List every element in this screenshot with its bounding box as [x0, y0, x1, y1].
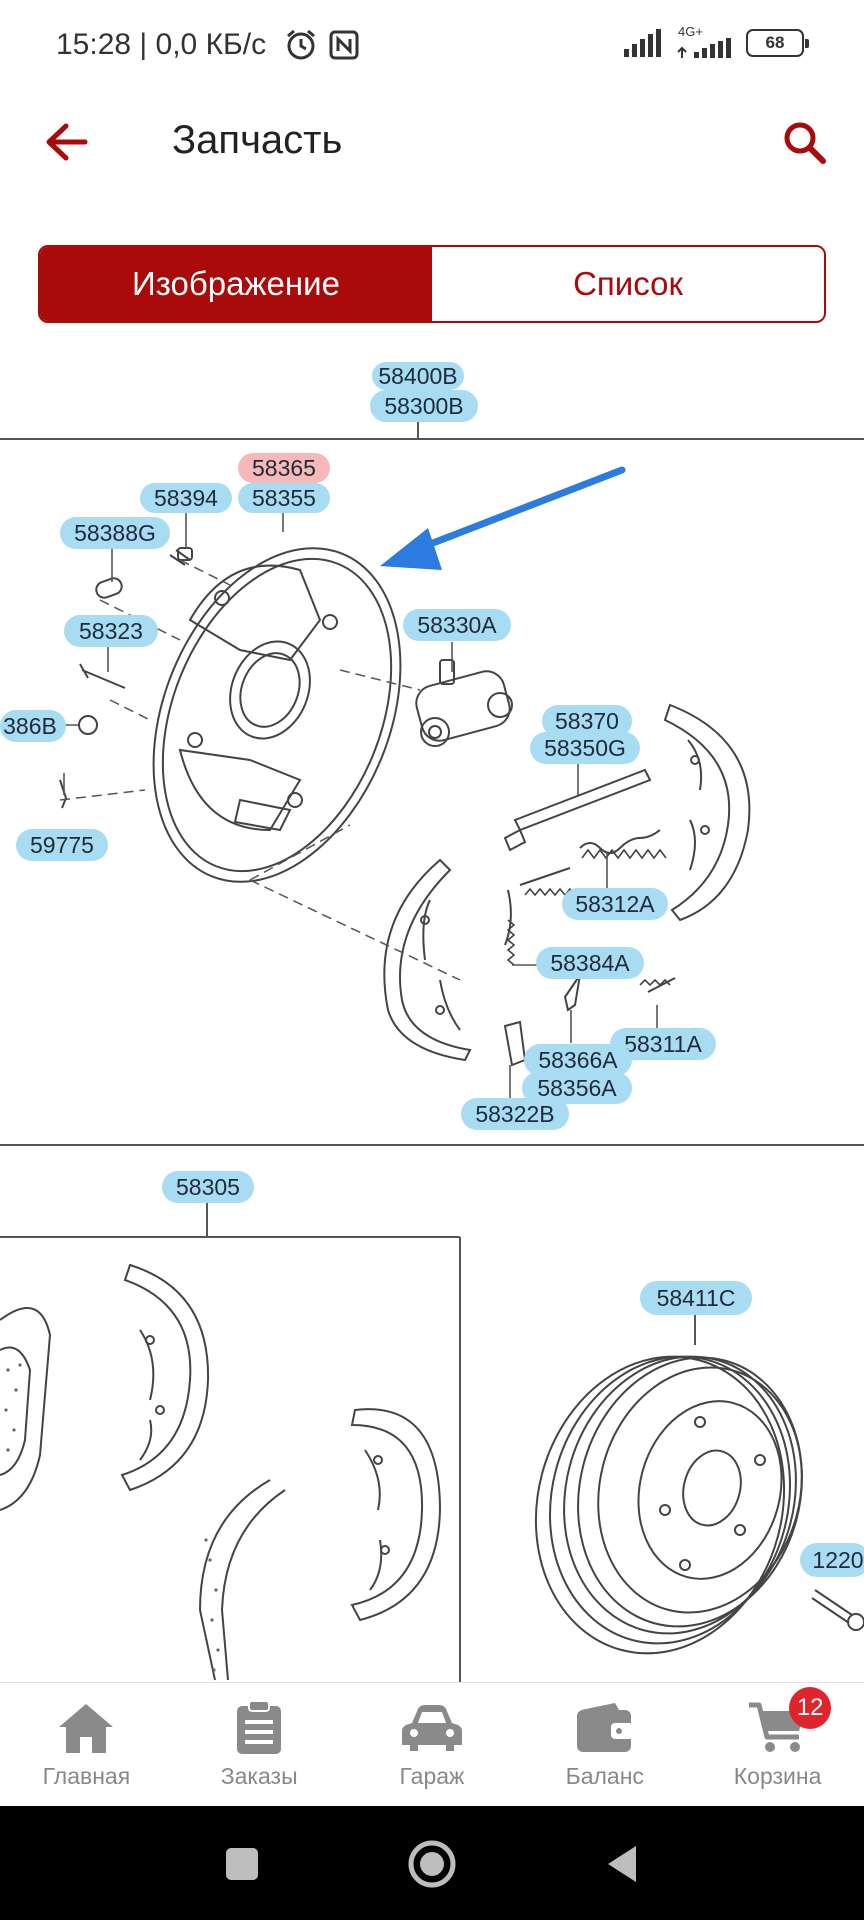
callout-58312A[interactable]: 58312A [575, 891, 655, 917]
network-type: 4G+ [678, 24, 703, 39]
tab-list[interactable]: Список [432, 247, 824, 321]
nav-balance[interactable]: Баланс [518, 1683, 691, 1806]
callout-58355[interactable]: 58355 [252, 485, 316, 511]
nav-orders-label: Заказы [220, 1763, 298, 1789]
brake-drum-drawing [534, 1355, 864, 1655]
home-icon [59, 1704, 114, 1753]
car-icon [401, 1705, 462, 1751]
nav-orders[interactable]: Заказы [173, 1683, 346, 1806]
nav-cart-label: Корзина [733, 1763, 822, 1789]
recents-button[interactable] [212, 1834, 272, 1894]
callout-58330A[interactable]: 58330A [417, 612, 497, 638]
brake-shoe-set-drawing [0, 1263, 442, 1681]
callout-58384A[interactable]: 58384A [550, 950, 630, 976]
parts-diagram[interactable]: 58400B 58300B 58365 58355 58394 58388G 5… [0, 360, 864, 1682]
callout-58394[interactable]: 58394 [154, 485, 218, 511]
callout-59775[interactable]: 59775 [30, 832, 94, 858]
callout-58305[interactable]: 58305 [176, 1174, 240, 1200]
back-button[interactable] [36, 112, 96, 172]
nav-balance-label: Баланс [565, 1763, 644, 1789]
battery-indicator: 68 [746, 29, 809, 57]
orders-clipboard-icon [237, 1700, 282, 1754]
status-bar: 15:28 | 0,0 КБ/с 4G+ 68 [0, 0, 864, 96]
status-right: 4G+ 68 [624, 24, 809, 58]
signal-icon [624, 29, 661, 57]
nav-home-label: Главная [42, 1763, 131, 1789]
circle-icon [408, 1840, 456, 1888]
page-title: Запчасть [172, 118, 343, 162]
bottom-navigation: Главная Заказы Гараж Баланс 12 Корзина [0, 1682, 864, 1806]
section-frames [0, 418, 864, 1682]
status-time: 15:28 | 0,0 КБ/с [56, 28, 267, 61]
view-mode-tabs: Изображение Список [38, 245, 826, 323]
callout-58370[interactable]: 58370 [555, 708, 619, 734]
backing-plate-drawing [152, 547, 402, 883]
springs-drawing [506, 848, 671, 987]
signal-icon-2 [677, 38, 731, 58]
callout-58350G[interactable]: 58350G [544, 735, 626, 761]
small-parts-drawing [59, 547, 676, 1067]
callout-58322B[interactable]: 58322B [475, 1101, 554, 1127]
home-system-button[interactable] [402, 1834, 462, 1894]
network-indicator: 4G+ [676, 24, 734, 58]
wheel-cylinder-drawing [415, 659, 513, 747]
nfc-icon [329, 30, 359, 60]
callout-58365[interactable]: 58365 [252, 455, 316, 481]
friction-dots [4, 1363, 220, 1672]
callout-386B[interactable]: 386B [3, 713, 57, 739]
search-icon [784, 122, 826, 164]
search-button[interactable] [772, 110, 836, 174]
cart-badge: 12 [789, 1687, 832, 1729]
callouts: 58400B 58300B 58365 58355 58394 58388G 5… [0, 362, 864, 1577]
alarm-icon [287, 29, 315, 60]
tab-image[interactable]: Изображение [40, 247, 432, 321]
nav-home[interactable]: Главная [0, 1683, 173, 1806]
nav-cart[interactable]: 12 Корзина [691, 1683, 864, 1806]
callout-58366A[interactable]: 58366A [538, 1047, 618, 1073]
callout-58323[interactable]: 58323 [79, 618, 143, 644]
back-system-button[interactable] [592, 1834, 652, 1894]
callout-58400B[interactable]: 58400B [378, 363, 457, 389]
wallet-icon [576, 1703, 633, 1752]
callout-58411C[interactable]: 58411C [657, 1285, 736, 1311]
app-bar: Запчасть [0, 96, 864, 188]
square-icon [226, 1848, 258, 1880]
system-navigation-bar [0, 1806, 864, 1920]
callout-1220[interactable]: 1220 [812, 1547, 863, 1573]
nav-garage-label: Гараж [399, 1763, 465, 1789]
nav-garage[interactable]: Гараж [346, 1683, 519, 1806]
callout-58356A[interactable]: 58356A [537, 1075, 617, 1101]
callout-58300B[interactable]: 58300B [384, 393, 463, 419]
callout-leaders [58, 498, 658, 1237]
arrow-left-icon [46, 123, 88, 161]
pointer-arrow [380, 466, 626, 570]
triangle-back-icon [608, 1846, 636, 1882]
callout-58388G[interactable]: 58388G [74, 520, 156, 546]
leader-dash-lines [59, 559, 461, 981]
status-icons [284, 28, 360, 62]
callout-58311A[interactable]: 58311A [624, 1031, 702, 1057]
